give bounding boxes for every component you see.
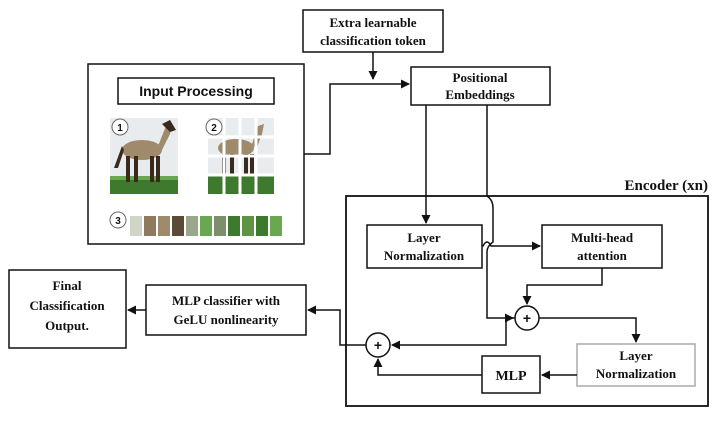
svg-text:+: + <box>374 337 382 353</box>
svg-text:3: 3 <box>115 216 121 227</box>
mlp-classifier-line2: GeLU nonlinearity <box>173 312 279 327</box>
arrow-add-1-to-add-2 <box>391 317 515 350</box>
positional-embeddings-box: Positional Embeddings <box>410 66 551 106</box>
extra-token-line1: Extra learnable <box>329 15 416 30</box>
arrow-mlp-to-add-2 <box>373 358 482 376</box>
input-processing-title: Input Processing <box>139 83 253 99</box>
arrow-input-to-positional <box>304 79 410 155</box>
layer-norm-1-line1: Layer <box>407 230 440 245</box>
extra-token-box: Extra learnable classification token <box>302 9 444 53</box>
arrow-attention-to-add-1 <box>522 268 603 305</box>
encoder-block: Encoder (xn) <box>345 178 709 407</box>
svg-text:1: 1 <box>117 123 123 134</box>
step-badge-3: 3 <box>109 211 127 229</box>
mlp-classifier-box: MLP classifier with GeLU nonlinearity <box>145 284 307 336</box>
layer-norm-2-box: Layer Normalization <box>576 343 696 387</box>
final-output-line2: Classification <box>29 298 105 313</box>
arrow-add-1-to-layernorm-2 <box>539 317 641 343</box>
final-output-line3: Output. <box>45 318 89 333</box>
residual-add-node-1: + <box>514 305 540 331</box>
step-badge-1: 1 <box>111 118 129 136</box>
layer-norm-2-line1: Layer <box>619 348 652 363</box>
svg-text:2: 2 <box>211 123 217 134</box>
mlp-classifier-line1: MLP classifier with <box>172 293 281 308</box>
encoder-title: Encoder (xn) <box>625 178 708 194</box>
svg-text:+: + <box>523 310 531 326</box>
mlp-label: MLP <box>495 369 527 384</box>
connectors <box>127 52 641 380</box>
final-output-line1: Final <box>53 278 82 293</box>
arrow-skip-to-add-1 <box>486 195 514 323</box>
layer-norm-1-box: Layer Normalization <box>366 224 483 269</box>
patch-sequence <box>130 216 282 236</box>
multi-head-attention-line2: attention <box>577 248 628 263</box>
input-processing-panel: Input Processing 1 <box>87 63 305 245</box>
positional-embeddings-line2: Embeddings <box>445 87 514 102</box>
layer-norm-1-line2: Normalization <box>384 248 465 263</box>
multi-head-attention-box: Multi-head attention <box>541 224 663 269</box>
arrow-layernorm-to-attention <box>482 241 541 251</box>
arrow-add-2-to-classifier <box>307 305 366 346</box>
multi-head-attention-line1: Multi-head <box>571 230 634 245</box>
final-output-box: Final Classification Output. <box>8 269 127 349</box>
layer-norm-2-line2: Normalization <box>596 366 677 381</box>
step-badge-2: 2 <box>205 118 223 136</box>
mlp-box: MLP <box>481 355 541 394</box>
extra-token-line2: classification token <box>320 33 427 48</box>
input-processing-title-box <box>117 77 275 105</box>
positional-embeddings-line1: Positional <box>453 70 508 85</box>
residual-add-node-2: + <box>365 332 391 358</box>
